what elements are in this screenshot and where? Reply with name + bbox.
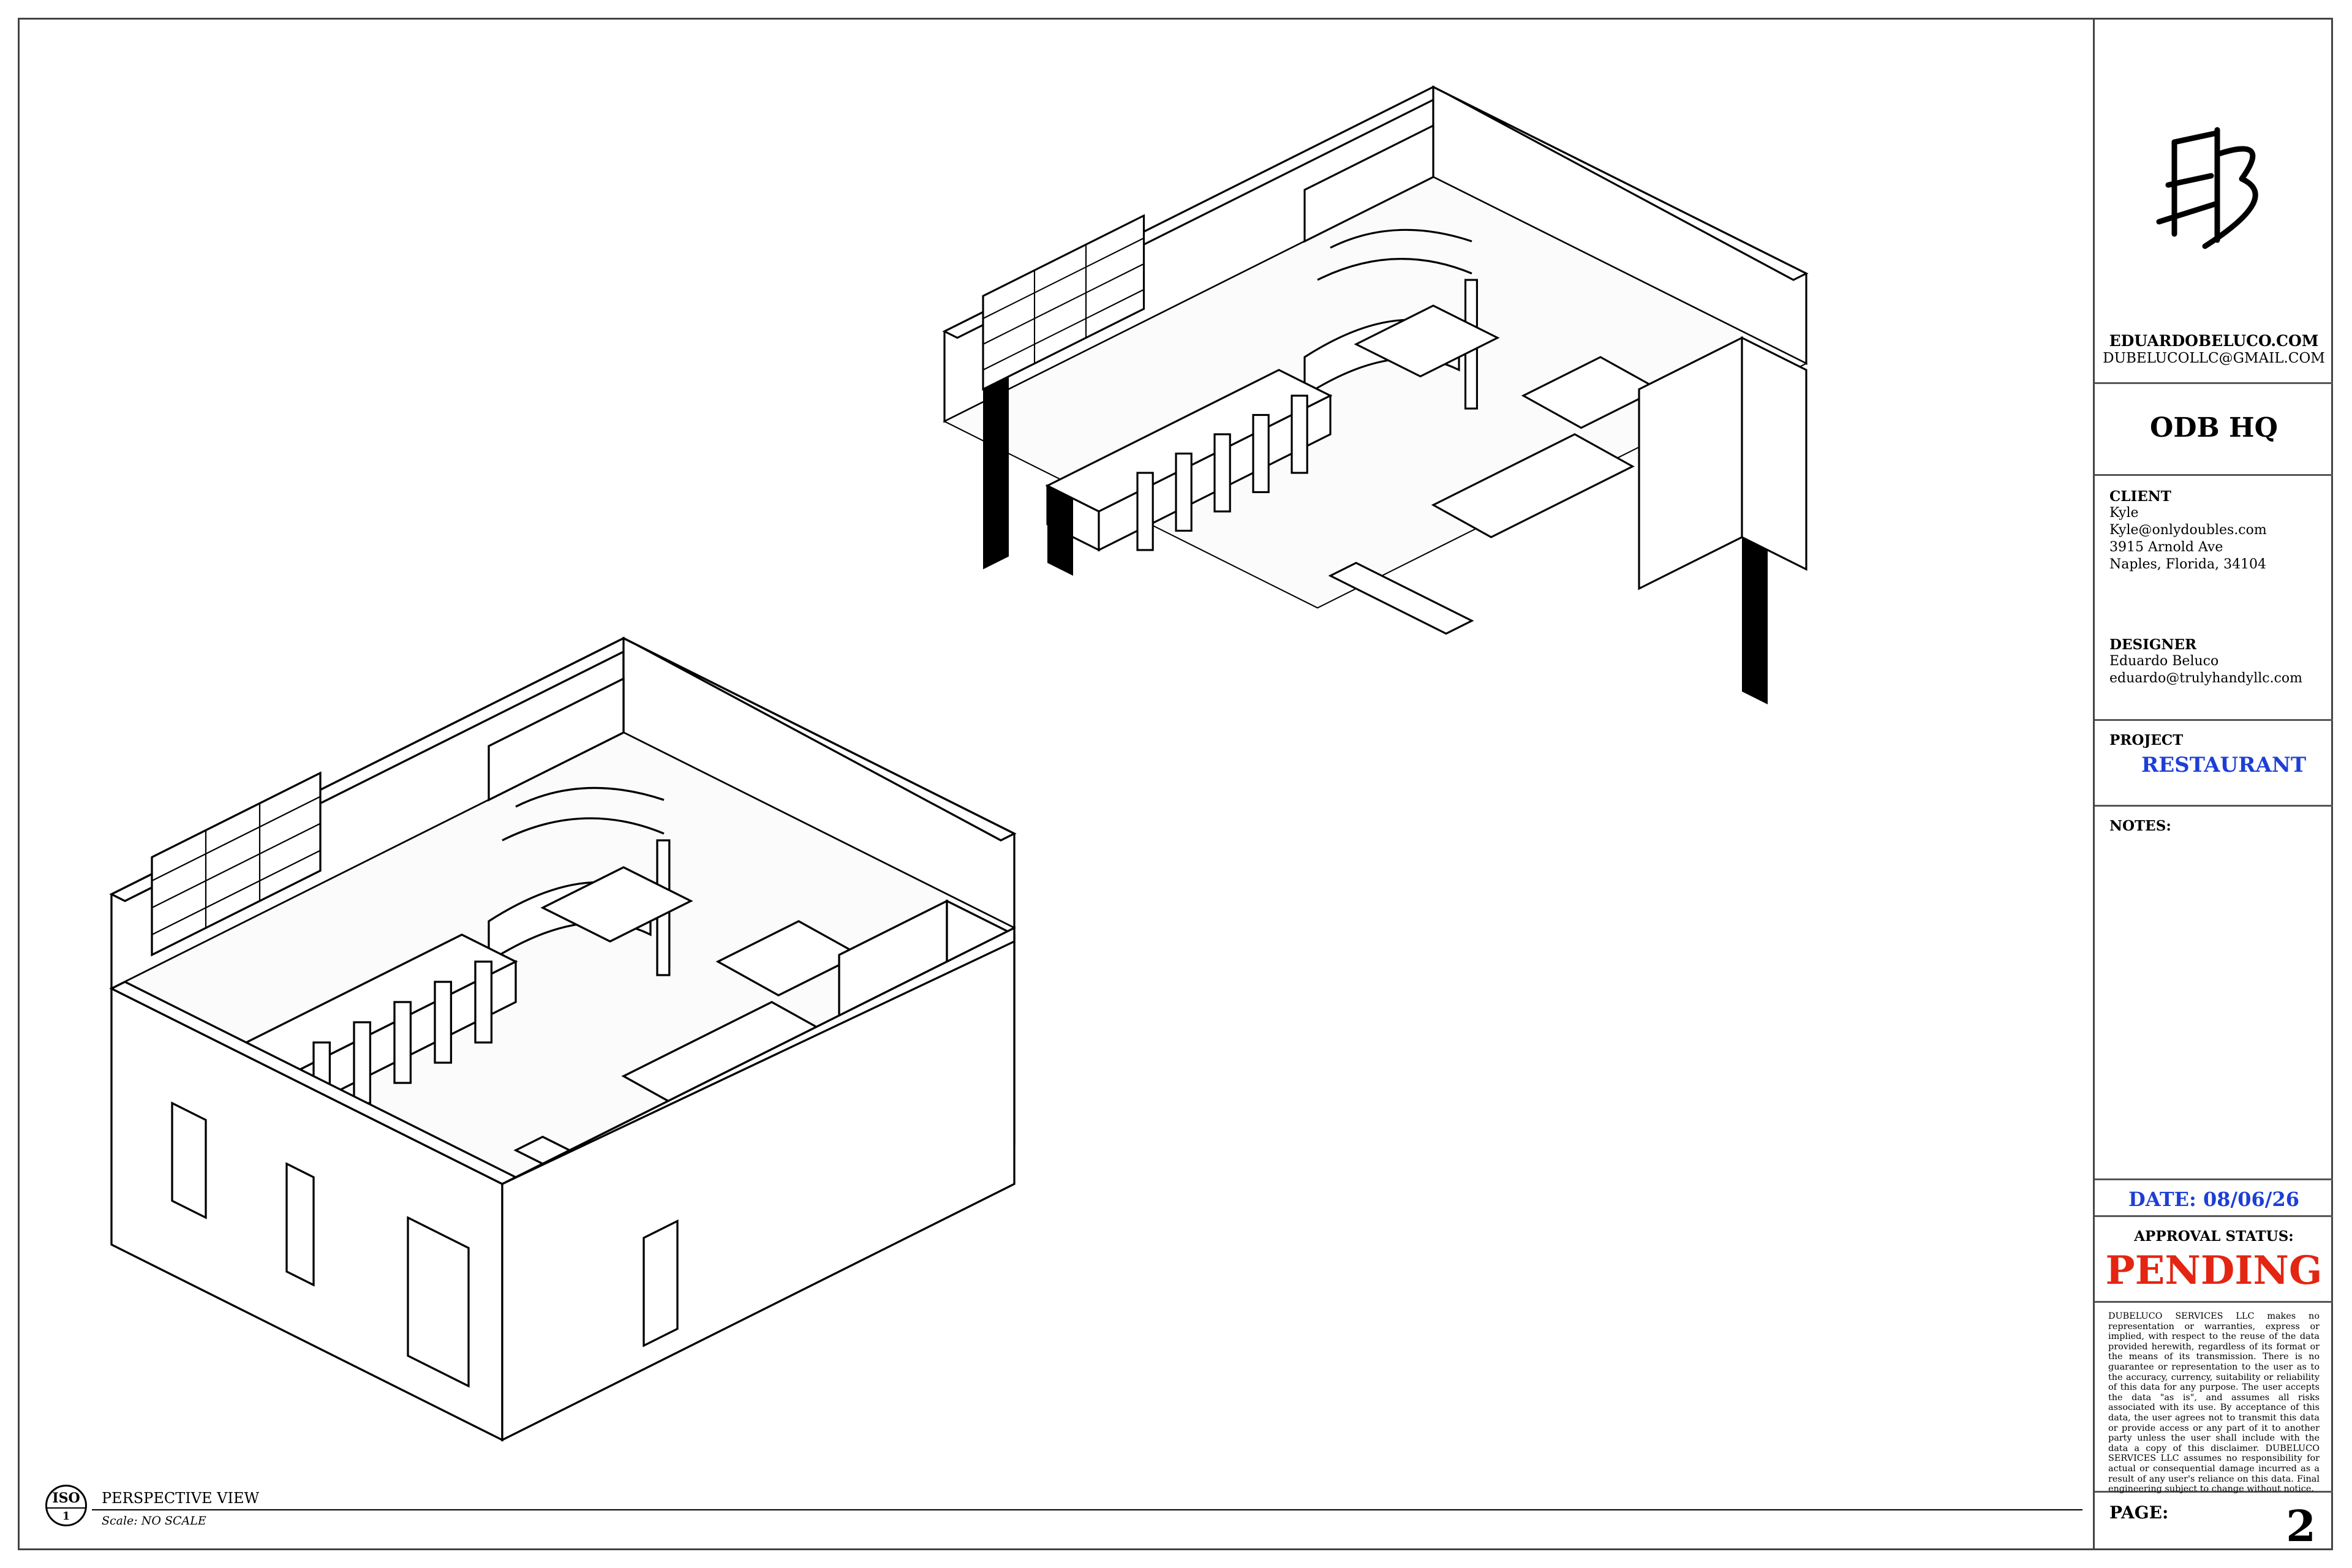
company-website: EDUARDOBELUCO.COM [2109, 332, 2319, 350]
view-title: PERSPECTIVE VIEW [102, 1490, 260, 1507]
logo-section: EDUARDOBELUCO.COM DUBELUCOLLC@GMAIL.COM [2095, 20, 2333, 384]
drawing-area [20, 20, 2093, 1548]
view-number: 1 [62, 1510, 70, 1523]
notes-section: NOTES: [2095, 807, 2333, 1180]
designer-info: DESIGNER Eduardo Beluco eduardo@trulyhan… [2109, 636, 2302, 687]
view-title-rule [92, 1509, 2082, 1510]
approval-status: PENDING [2105, 1248, 2323, 1294]
client-email: Kyle@onlydoubles.com [2109, 522, 2267, 538]
designer-email: eduardo@trulyhandyllc.com [2109, 671, 2303, 686]
isometric-drawings [109, 86, 1807, 1442]
designer-label: DESIGNER [2109, 636, 2197, 653]
sheet-border [18, 18, 2333, 1550]
notes-label: NOTES: [2109, 818, 2171, 834]
client-designer-section: CLIENT Kyle Kyle@onlydoubles.com 3915 Ar… [2095, 476, 2333, 721]
project-name: ODB HQ [2150, 412, 2278, 443]
client-address-line2: Naples, Florida, 34104 [2109, 557, 2267, 572]
disclaimer-text: DUBELUCO SERVICES LLC makes no represent… [2108, 1311, 2320, 1494]
client-name: Kyle [2109, 505, 2139, 521]
bubble-divider [47, 1507, 85, 1509]
date-section: DATE: 08/06/26 [2095, 1180, 2333, 1217]
approval-label: APPROVAL STATUS: [2134, 1228, 2294, 1245]
company-email: DUBELUCOLLC@GMAIL.COM [2103, 350, 2325, 366]
page-section: PAGE: 2 [2095, 1493, 2333, 1548]
iso-view-lower [109, 637, 1016, 1442]
page-number: 2 [2286, 1501, 2316, 1551]
view-scale: Scale: NO SCALE [102, 1514, 206, 1528]
project-name-section: ODB HQ [2095, 384, 2333, 476]
view-label: ISO 1 PERSPECTIVE VIEW Scale: NO SCALE [43, 1482, 2082, 1531]
view-tag: ISO [52, 1490, 80, 1506]
project-label: PROJECT [2109, 732, 2184, 748]
designer-name: Eduardo Beluco [2109, 654, 2219, 669]
iso-view-upper [943, 86, 1807, 704]
client-info: CLIENT Kyle Kyle@onlydoubles.com 3915 Ar… [2109, 488, 2267, 573]
project-section: PROJECT RESTAURANT [2095, 721, 2333, 807]
page-label: PAGE: [2109, 1502, 2169, 1523]
title-block: EDUARDOBELUCO.COM DUBELUCOLLC@GMAIL.COM … [2093, 20, 2333, 1548]
approval-section: APPROVAL STATUS: PENDING [2095, 1217, 2333, 1303]
view-number-bubble: ISO 1 [45, 1485, 87, 1526]
client-label: CLIENT [2109, 488, 2171, 505]
disclaimer-section: DUBELUCO SERVICES LLC makes no represent… [2095, 1303, 2333, 1494]
project-type: RESTAURANT [2141, 753, 2307, 777]
client-address-line1: 3915 Arnold Ave [2109, 540, 2223, 555]
signature-logo [2156, 127, 2258, 249]
date-value: DATE: 08/06/26 [2128, 1188, 2299, 1211]
